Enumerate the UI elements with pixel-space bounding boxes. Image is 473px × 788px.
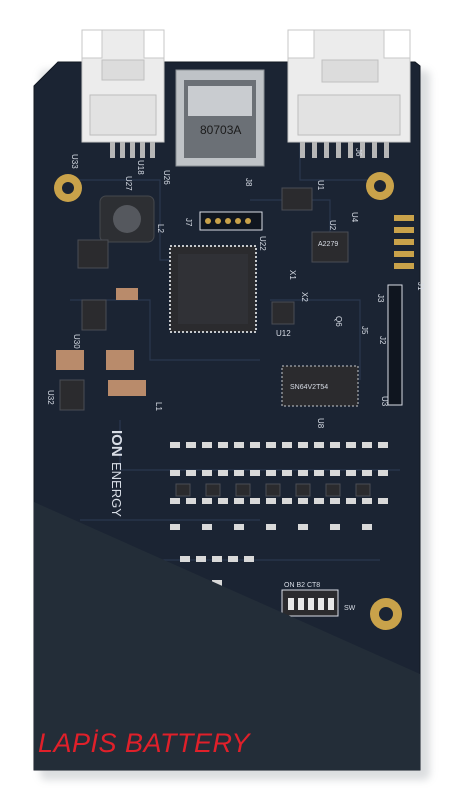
svg-text:U22: U22 xyxy=(258,236,267,251)
small-ics xyxy=(59,187,349,411)
svg-text:U27: U27 xyxy=(124,176,133,191)
svg-text:U26: U26 xyxy=(162,170,171,185)
svg-text:U1: U1 xyxy=(316,180,325,191)
svg-text:L1: L1 xyxy=(154,402,163,411)
svg-text:J6: J6 xyxy=(354,148,363,157)
svg-text:X2: X2 xyxy=(300,292,309,302)
header-j2 xyxy=(387,284,403,406)
ceramic-capacitors xyxy=(56,288,146,396)
ic-u8: SN64V2T54 xyxy=(281,365,359,407)
svg-text:U4: U4 xyxy=(350,212,359,223)
dip-label: ON B2 CT8 xyxy=(284,582,320,589)
connector-right xyxy=(287,29,411,143)
diagonal-overlay-panel xyxy=(34,502,420,770)
svg-text:U32: U32 xyxy=(46,390,55,405)
header-j7 xyxy=(199,211,263,231)
designator-labels: U33 U18 U26 U27 J8 J6 U1 J7 L2 U22 U2 U4… xyxy=(46,148,425,429)
svg-text:U33: U33 xyxy=(70,154,79,169)
connector-left xyxy=(81,29,165,143)
sd-code: 80703A xyxy=(200,123,241,137)
svg-text:U2: U2 xyxy=(328,220,337,231)
svg-text:J2: J2 xyxy=(378,336,387,345)
smd-ic-row xyxy=(175,483,371,497)
inductor-l2 xyxy=(99,195,155,243)
mounting-holes xyxy=(54,172,402,630)
svg-text:J1: J1 xyxy=(416,282,425,291)
svg-text:J5: J5 xyxy=(360,326,369,335)
svg-text:J7: J7 xyxy=(184,218,193,227)
dip-switch xyxy=(281,589,339,617)
svg-text:U12: U12 xyxy=(276,329,291,338)
header-j1 xyxy=(394,215,414,269)
connector-pins xyxy=(110,142,389,158)
main-mcu-chip xyxy=(169,245,257,333)
svg-text:Q6: Q6 xyxy=(334,316,343,327)
svg-text:X1: X1 xyxy=(288,270,297,280)
ic-main-code: SN64V2T54 xyxy=(290,384,328,391)
svg-text:J3: J3 xyxy=(376,294,385,303)
sd-card-slot: 80703A xyxy=(175,69,265,167)
svg-text:U30: U30 xyxy=(72,334,81,349)
ic-small-code: A2279 xyxy=(318,241,338,248)
svg-text:J8: J8 xyxy=(244,178,253,187)
brand-ion: ION xyxy=(108,430,125,457)
svg-text:U18: U18 xyxy=(136,160,145,175)
brand-energy: ENERGY xyxy=(109,462,124,517)
caption-lapis-battery: LAPİS BATTERY xyxy=(38,728,251,758)
svg-text:U8: U8 xyxy=(316,418,325,429)
dip-side-label: SW xyxy=(344,605,356,612)
svg-text:U3: U3 xyxy=(380,396,389,407)
smd-component-field xyxy=(170,442,388,586)
svg-text:L2: L2 xyxy=(156,224,165,233)
